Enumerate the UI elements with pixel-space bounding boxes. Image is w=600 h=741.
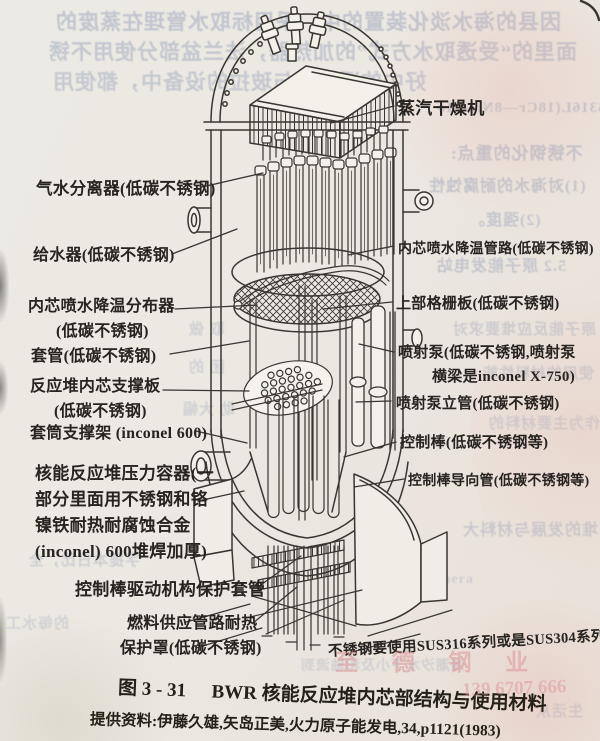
leader-lines xyxy=(162,105,405,624)
label-top-grid-plate: 上部格栅板(低碳不锈钢) xyxy=(396,292,560,317)
label-core-spray-piping: 内芯喷水降温管路(低碳不锈钢) xyxy=(398,237,594,262)
pedestal-left xyxy=(193,458,252,588)
support-plate-edge xyxy=(231,383,323,411)
label-line: 上部格栅板(低碳不锈钢) xyxy=(396,296,560,312)
head-studs xyxy=(260,6,327,62)
label-line: 燃料供应管路耐热 xyxy=(127,615,258,632)
watermark-brand: 至 德 钢 业 xyxy=(335,650,543,675)
crd-guide-tubes xyxy=(267,393,340,519)
label-line: 气水分离器(低碳不锈钢) xyxy=(36,179,216,198)
label-fuel-supply-shield: 燃料供应管路耐热 保护罩(低碳不锈钢) xyxy=(120,611,262,661)
label-core-support-plate: 反应堆内芯支撑板 (低碳不锈钢) xyxy=(30,374,160,424)
label-line: 套管(低碳不锈钢) xyxy=(31,348,157,365)
label-shroud-support: 套筒支撑架 (inconel 600) xyxy=(30,421,207,446)
label-line: 内芯喷水降温分布器 xyxy=(28,298,175,315)
figure-number: 图 3 - 31 xyxy=(117,677,187,702)
label-line: 喷射泵(低碳不锈钢,喷射泵 xyxy=(398,345,576,361)
label-steam-dryer: 蒸汽干燥机 xyxy=(398,96,485,121)
label-jet-pump-riser: 喷射泵立管(低碳不锈钢) xyxy=(396,392,560,417)
pedestal-right xyxy=(353,473,448,626)
label-control-rod: 控制棒(低碳不锈钢等) xyxy=(400,431,548,456)
corner-mark xyxy=(579,0,600,22)
label-pressure-vessel: 核能反应堆压力容器(一 部分里面用不锈钢和铬 镍铁耐热耐腐蚀合金 (incone… xyxy=(35,461,214,565)
label-sleeve: 套管(低碳不锈钢) xyxy=(31,344,156,369)
vessel-walls xyxy=(210,129,404,439)
label-line: 控制棒导向管(低碳不锈钢等) xyxy=(408,474,590,489)
label-steam-separator: 气水分离器(低碳不锈钢) xyxy=(36,176,216,201)
steam-dryer-assembly xyxy=(249,65,397,159)
label-line: 控制棒驱动机构保护套管 xyxy=(75,580,266,599)
label-core-spray-distributor: 内芯喷水降温分布器 (低碳不锈钢) xyxy=(28,294,175,344)
core-spray-sparger xyxy=(233,265,390,310)
label-control-rod-guide: 控制棒导向管(低碳不锈钢等) xyxy=(408,469,590,494)
label-line: 套筒支撑架 (inconel 600) xyxy=(30,425,208,442)
label-line: 控制棒(低碳不锈钢等) xyxy=(400,435,549,451)
feedwater-nozzle xyxy=(187,206,212,234)
label-line: 横梁是inconel X-750) xyxy=(432,369,576,385)
recirc-outlet-nozzle xyxy=(190,450,233,482)
label-line: 部分里面用不锈钢和铬 xyxy=(35,490,208,509)
jet-pump-inlet-stub xyxy=(402,328,423,348)
label-line: 镍铁耐热耐腐蚀合金 xyxy=(35,516,191,535)
label-line: (inconel) 600堆焊加厚) xyxy=(35,542,208,561)
label-line: 核能反应堆压力容器(一 xyxy=(35,464,214,483)
label-feedwater: 给水器(低碳不锈钢) xyxy=(33,243,175,268)
label-line: (低碳不锈钢) xyxy=(56,323,149,340)
right-nozzle xyxy=(402,189,434,213)
jet-pump-tubes xyxy=(349,305,396,451)
label-line: 保护罩(低碳不锈钢) xyxy=(120,640,262,657)
label-line: 给水器(低碳不锈钢) xyxy=(33,247,175,264)
label-line: (低碳不锈钢) xyxy=(54,403,147,420)
shroud-head-and-grid xyxy=(231,247,385,333)
watermark-phone: 139 6707 666 xyxy=(461,676,567,701)
crd-housings xyxy=(245,539,363,651)
core-support-plate-drawing xyxy=(243,360,333,416)
label-line: 蒸汽干燥机 xyxy=(398,99,485,118)
label-line: 内芯喷水降温管路(低碳不锈钢) xyxy=(398,242,594,257)
label-jet-pump: 喷射泵(低碳不锈钢,喷射泵 横梁是inconel X-750) xyxy=(398,341,576,389)
floor-lines xyxy=(185,603,453,653)
label-line: 反应堆内芯支撑板 xyxy=(30,378,161,395)
label-line: 喷射泵立管(低碳不锈钢) xyxy=(396,396,560,412)
label-crd-protection-tube: 控制棒驱动机构保护套管 xyxy=(75,577,265,602)
